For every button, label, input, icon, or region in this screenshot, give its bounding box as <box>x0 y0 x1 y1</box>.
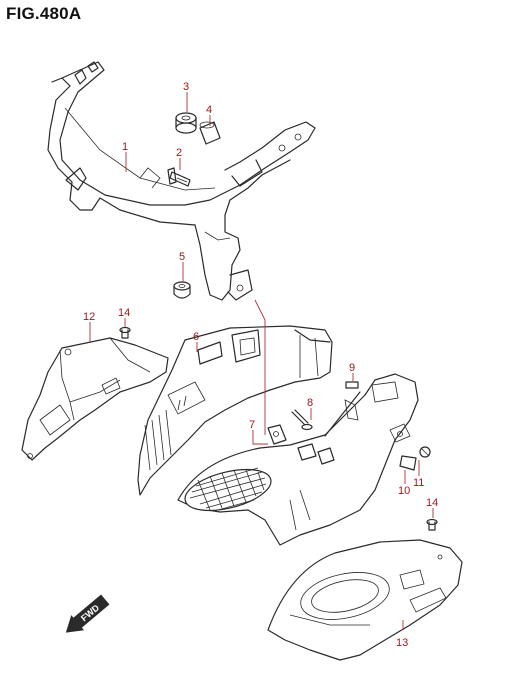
part-10-clip-nut[interactable] <box>399 455 417 471</box>
figure-title: FIG.480A <box>6 4 82 23</box>
callout-10: 10 <box>398 485 410 497</box>
callout-5: 5 <box>179 251 185 263</box>
part-9-clip[interactable] <box>345 381 359 389</box>
fwd-arrow-icon <box>65 594 110 633</box>
part-14-screw-left[interactable] <box>119 326 131 339</box>
part-6-center-duct[interactable] <box>137 325 333 496</box>
fwd-direction-badge: FWD <box>65 594 110 633</box>
part-3-grommet[interactable] <box>175 112 197 134</box>
callout-8: 8 <box>307 397 313 409</box>
callout-1: 1 <box>122 141 128 153</box>
callout-4: 4 <box>206 104 212 116</box>
callout-12: 12 <box>83 311 95 323</box>
part-13-lower-cover[interactable] <box>267 539 463 661</box>
callout-13: 13 <box>396 637 408 649</box>
callout-14-left: 14 <box>118 307 130 319</box>
part-7-lower-duct[interactable] <box>177 373 419 546</box>
part-11-screw[interactable] <box>419 446 431 458</box>
callout-9: 9 <box>349 362 355 374</box>
part-12-left-panel[interactable] <box>21 337 169 461</box>
callout-6: 6 <box>193 331 199 343</box>
callout-11: 11 <box>413 477 424 489</box>
part-4-collar[interactable] <box>199 121 221 145</box>
callout-labels: 1 2 3 4 5 6 7 8 9 10 11 12 13 14 14 <box>83 81 438 649</box>
part-8-screw[interactable] <box>291 409 313 431</box>
callout-2: 2 <box>176 147 182 159</box>
callout-7: 7 <box>249 419 255 431</box>
leader-lines <box>89 92 434 630</box>
part-2-bolt[interactable] <box>167 167 191 187</box>
callout-14-right: 14 <box>426 497 438 509</box>
part-14-screw-right[interactable] <box>426 518 438 531</box>
callout-3: 3 <box>183 81 189 93</box>
part-5-grommet[interactable] <box>173 281 191 299</box>
part-1-frame-bracket[interactable] <box>47 61 316 301</box>
mesh-grille <box>189 467 267 511</box>
